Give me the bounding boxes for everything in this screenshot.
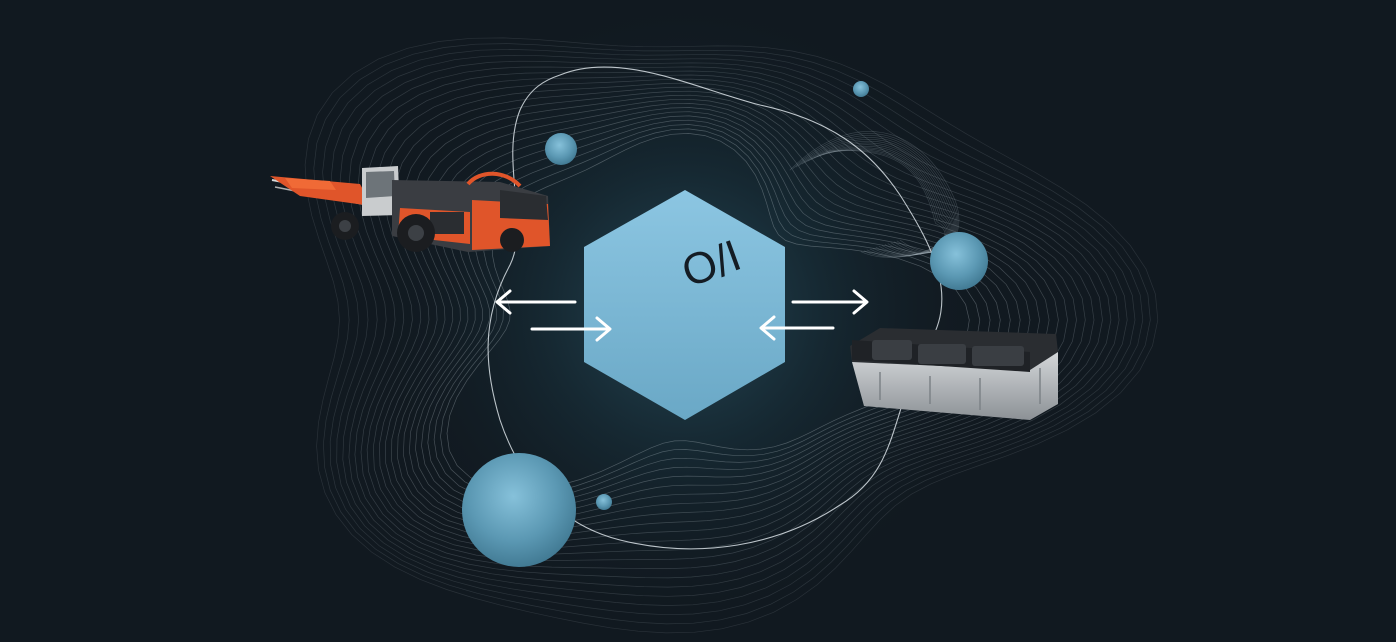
wave-line (372, 82, 1086, 555)
wave-line (331, 54, 1136, 606)
orb-large-bottom-left (462, 453, 576, 567)
swirl-line (828, 150, 945, 258)
wave-line (440, 128, 981, 496)
bidirectional-arrow-icon-left (495, 289, 612, 342)
wave-line (339, 60, 1128, 597)
swirl-line (804, 141, 954, 255)
swirl-line (822, 149, 948, 257)
wave-lines (304, 37, 1159, 634)
wave-line (360, 74, 1103, 569)
wave-line (304, 37, 1159, 634)
io-hub-hexagon: I/O (584, 190, 785, 420)
wave-line (446, 133, 970, 491)
wave-line (379, 86, 1077, 549)
wave-line (322, 49, 1144, 616)
wave-line (421, 115, 1011, 512)
swirl-line (816, 147, 950, 256)
wave-line (354, 70, 1112, 579)
orb-right (930, 232, 988, 290)
wave-line (391, 94, 1059, 538)
wave-line (313, 43, 1151, 625)
swirl-line (801, 139, 955, 254)
orb-small-top-right (853, 81, 869, 97)
swirl-line (813, 146, 951, 256)
swirl-line (819, 148, 949, 257)
swirl-line (807, 142, 953, 255)
wave-line (415, 111, 1021, 517)
wave-line (408, 107, 1031, 522)
bidirectional-arrow-icon-right (759, 289, 869, 341)
hexagon-shape (584, 190, 785, 420)
swirl-line (825, 150, 946, 258)
wave-line (385, 90, 1068, 544)
wave-line (402, 103, 1040, 527)
controller-module-icon (850, 328, 1058, 420)
wave-line (427, 119, 1001, 507)
mining-drill-rig-icon (270, 166, 550, 252)
wave-line (348, 66, 1120, 588)
orb-small-bottom (596, 494, 612, 510)
swirl-line (810, 144, 952, 256)
orb-top-left (545, 133, 577, 165)
wave-line (433, 124, 991, 501)
wave-line (397, 98, 1050, 533)
